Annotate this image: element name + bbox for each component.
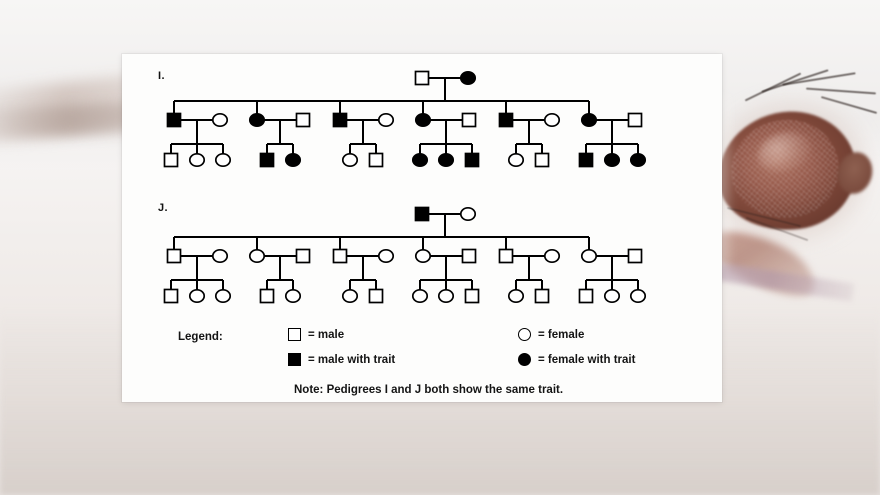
gen3-child-male-unaffected [368, 152, 384, 168]
gen3-child-male-affected [259, 152, 275, 168]
gen2-spouse-female-unaffected [543, 248, 561, 264]
gen2-spouse-female-unaffected [543, 112, 561, 128]
gen2-spouse-male-unaffected [461, 112, 477, 128]
gen3-child-male-unaffected [534, 152, 550, 168]
gen2-spouse-female-unaffected [211, 112, 229, 128]
gen2-parent-female-affected [248, 112, 266, 128]
gen2-spouse-female-unaffected [377, 248, 395, 264]
gen3-child-female-unaffected [411, 288, 429, 304]
gen2-spouse-male-unaffected [295, 112, 311, 128]
legend-label-female-with-trait: = female with trait [538, 353, 636, 366]
circle-filled-icon [518, 353, 531, 366]
gen2-spouse-male-unaffected [627, 248, 643, 264]
legend: Legend: = male = female = male with trai… [122, 322, 722, 402]
legend-note-emphasis: same [505, 384, 535, 396]
gen3-child-female-unaffected [603, 288, 621, 304]
gen3-child-male-unaffected [368, 288, 384, 304]
gen2-spouse-male-unaffected [627, 112, 643, 128]
gen3-child-female-unaffected [437, 288, 455, 304]
gen3-child-male-unaffected [578, 288, 594, 304]
gen3-child-female-unaffected [188, 288, 206, 304]
square-open-icon [288, 328, 301, 341]
gen2-parent-male-affected [498, 112, 514, 128]
gen2-parent-male-affected [332, 112, 348, 128]
gen3-child-female-affected [437, 152, 455, 168]
gen3-child-female-unaffected [507, 288, 525, 304]
gen2-parent-female-unaffected [580, 248, 598, 264]
pedigree-i-label: I. [158, 70, 165, 82]
pedigree-card: I. J. Legend: = male = female = male wit… [122, 54, 722, 402]
gen3-child-male-unaffected [163, 152, 179, 168]
gen3-child-female-unaffected [341, 288, 359, 304]
gen1-parent-female-affected [459, 70, 477, 86]
gen2-parent-female-unaffected [248, 248, 266, 264]
gen3-child-female-unaffected [341, 152, 359, 168]
gen2-parent-male-unaffected [498, 248, 514, 264]
legend-label-female: = female [538, 328, 585, 341]
gen1-parent-female-unaffected [459, 206, 477, 222]
gen3-child-male-unaffected [464, 288, 480, 304]
gen3-child-male-unaffected [163, 288, 179, 304]
gen3-child-female-affected [629, 152, 647, 168]
pedigree-graph [163, 206, 647, 304]
legend-note: Note: Pedigrees I and J both show the sa… [294, 384, 563, 396]
legend-item-male-with-trait: = male with trait [288, 353, 395, 366]
legend-label-male-with-trait: = male with trait [308, 353, 396, 366]
pedigree-j-diagram [163, 206, 647, 304]
legend-title: Legend: [178, 331, 223, 343]
gen3-child-female-unaffected [629, 288, 647, 304]
gen2-spouse-male-unaffected [461, 248, 477, 264]
gen3-child-male-unaffected [534, 288, 550, 304]
legend-item-male: = male [288, 328, 344, 341]
pedigree-j-label: J. [158, 202, 168, 214]
legend-item-female: = female [518, 328, 584, 341]
legend-item-female-with-trait: = female with trait [518, 353, 635, 366]
gen3-child-female-unaffected [284, 288, 302, 304]
legend-note-suffix: trait. [534, 384, 564, 396]
square-filled-icon [288, 353, 301, 366]
gen2-parent-female-affected [580, 112, 598, 128]
gen3-child-female-unaffected [507, 152, 525, 168]
legend-note-prefix: Note: Pedigrees I and J both show the [294, 384, 506, 396]
gen3-child-male-affected [464, 152, 480, 168]
gen2-spouse-male-unaffected [295, 248, 311, 264]
pedigree-graph [163, 70, 647, 168]
gen2-parent-male-unaffected [166, 248, 182, 264]
gen2-parent-female-affected [414, 112, 432, 128]
gen3-child-male-unaffected [259, 288, 275, 304]
gen3-child-female-affected [284, 152, 302, 168]
gen3-child-male-affected [578, 152, 594, 168]
legend-label-male: = male [308, 328, 345, 341]
gen2-spouse-female-unaffected [377, 112, 395, 128]
gen2-spouse-female-unaffected [211, 248, 229, 264]
gen3-child-female-unaffected [214, 288, 232, 304]
gen3-child-female-unaffected [214, 152, 232, 168]
gen3-child-female-affected [411, 152, 429, 168]
gen3-child-female-affected [603, 152, 621, 168]
gen2-parent-male-affected [166, 112, 182, 128]
gen1-parent-male-affected [414, 206, 430, 222]
pedigree-i-diagram [163, 70, 647, 168]
gen2-parent-male-unaffected [332, 248, 348, 264]
gen2-parent-female-unaffected [414, 248, 432, 264]
gen3-child-female-unaffected [188, 152, 206, 168]
circle-open-icon [518, 328, 531, 341]
gen1-parent-male-unaffected [414, 70, 430, 86]
